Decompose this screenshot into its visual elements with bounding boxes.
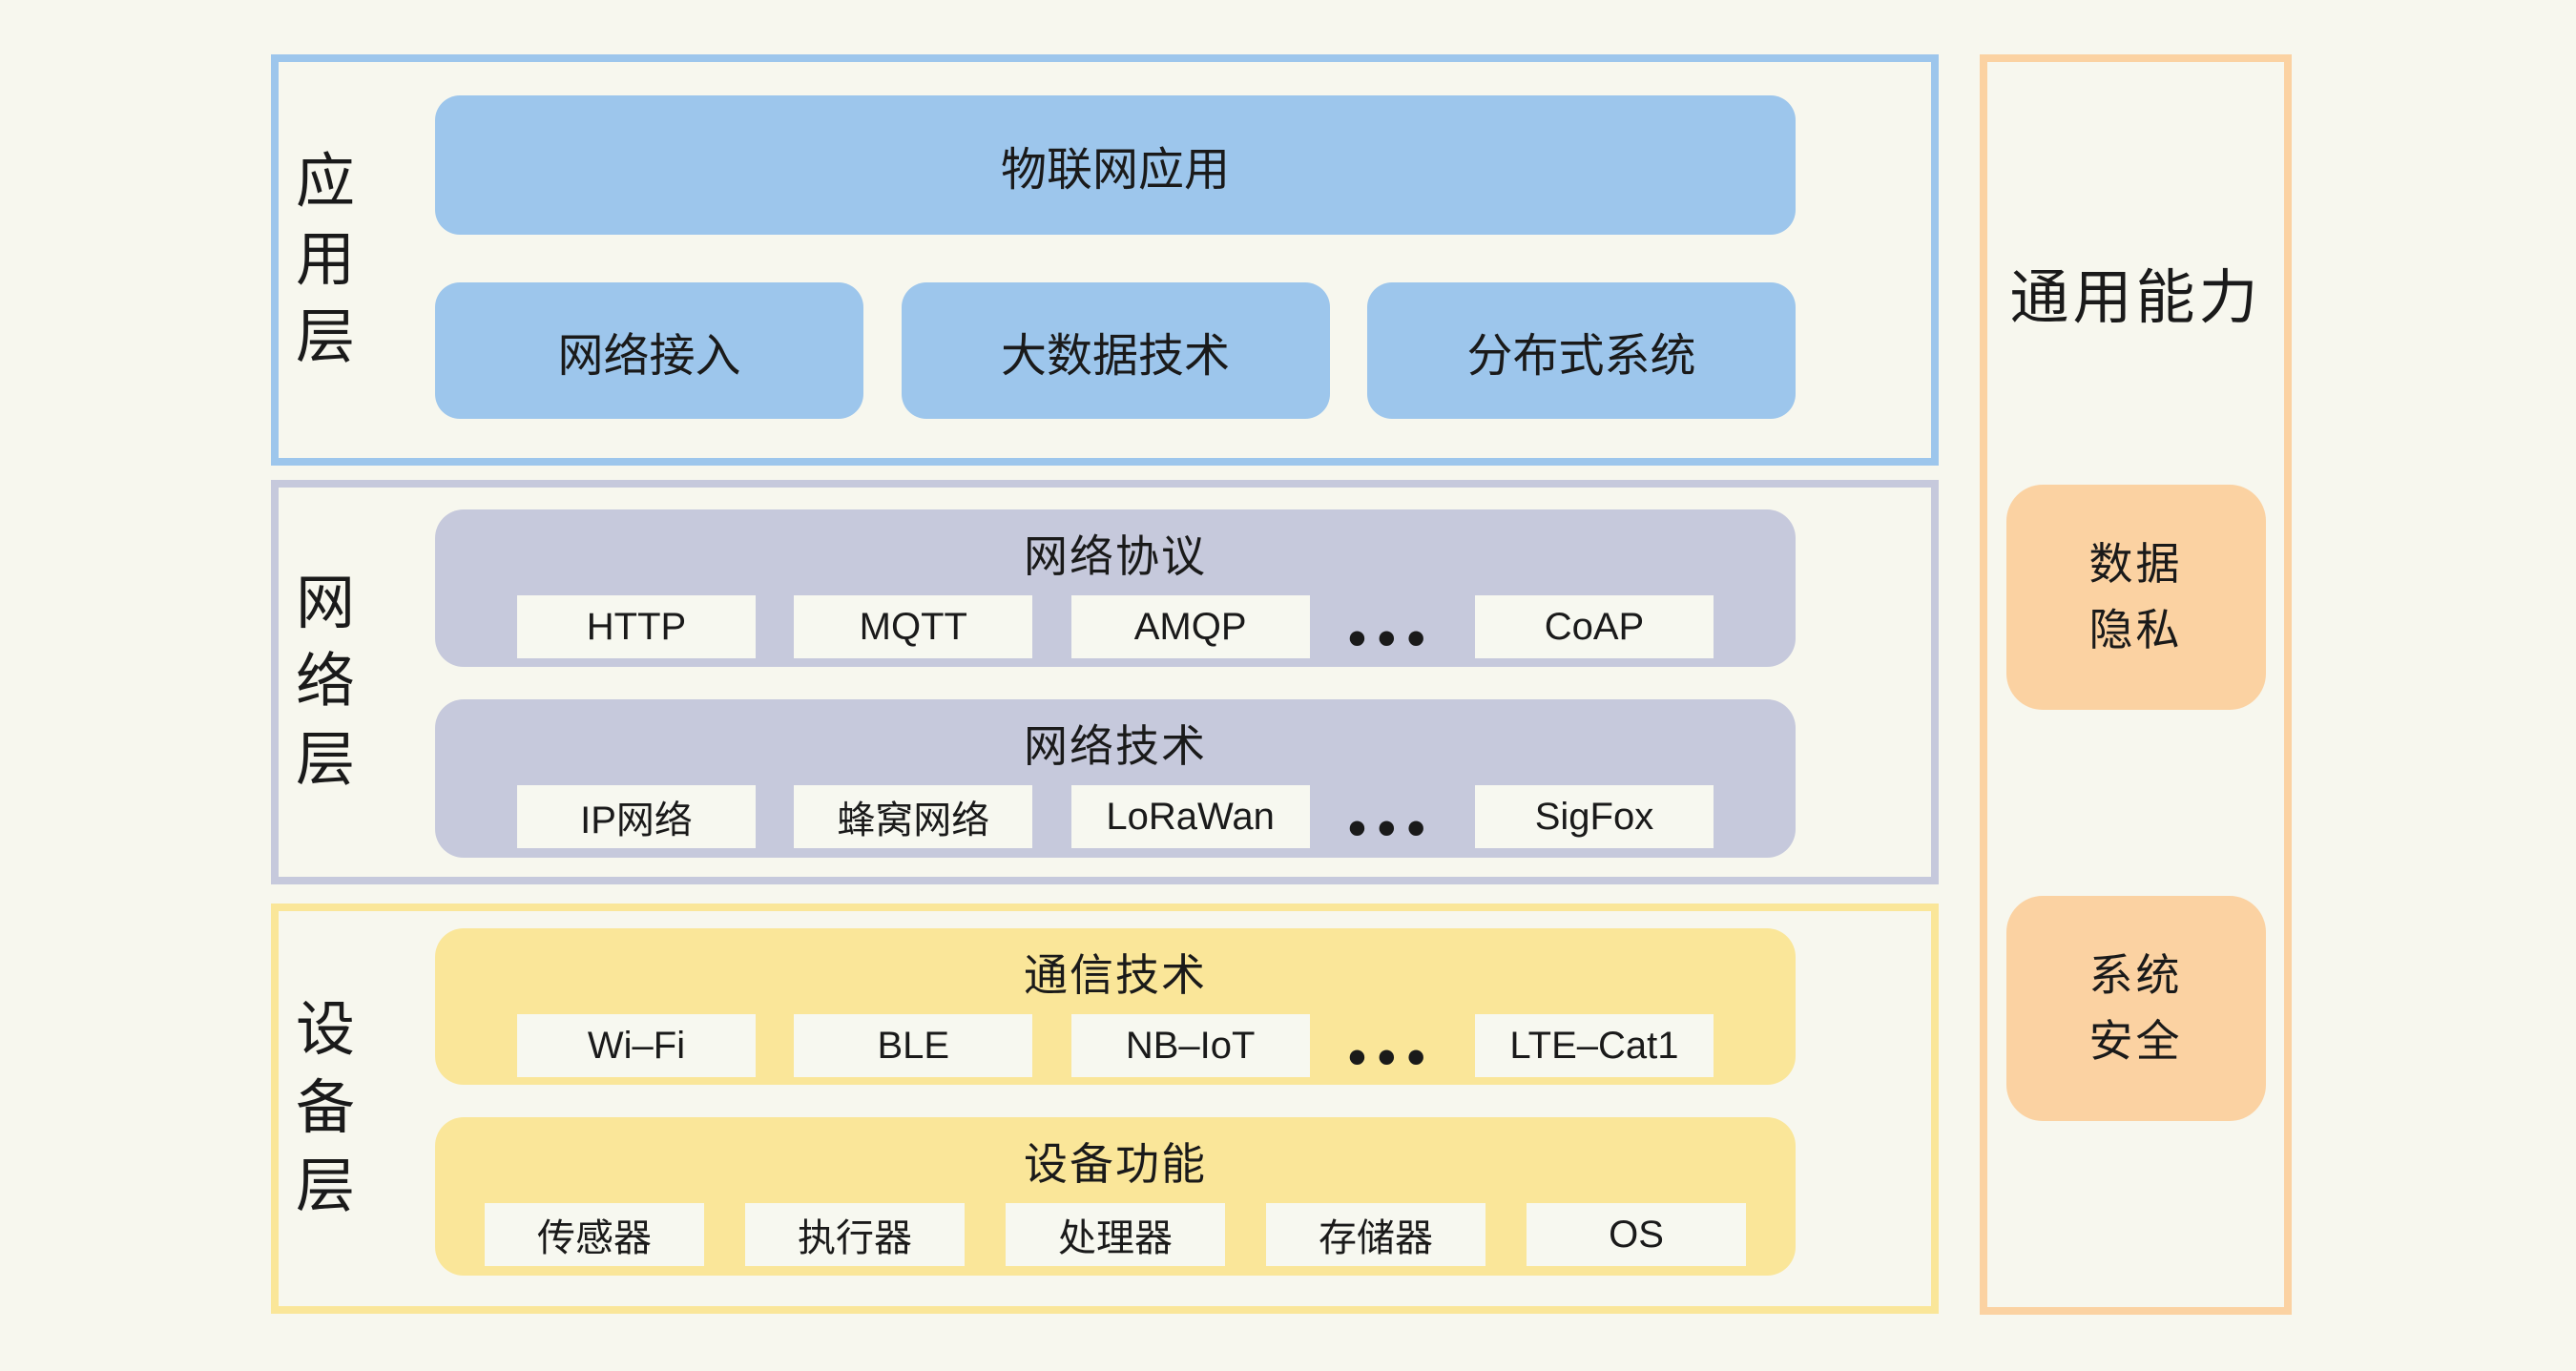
application-layer-container: 应用层 物联网应用 网络接入 大数据技术 分布式系统 <box>271 54 1939 466</box>
chip-amqp: AMQP <box>1070 595 1310 658</box>
device-functions-chips: 传感器 执行器 处理器 存储器 OS <box>435 1203 1796 1266</box>
device-layer-label-text: 设备层 <box>295 997 355 1219</box>
chip-ip-network: IP网络 <box>517 785 756 848</box>
network-technologies-chips: IP网络 蜂窝网络 LoRaWan ••• SigFox <box>435 785 1796 857</box>
network-layer-label: 网络层 <box>294 488 357 877</box>
network-technologies-group: 网络技术 IP网络 蜂窝网络 LoRaWan ••• SigFox <box>435 699 1796 858</box>
device-layer-container: 设备层 通信技术 Wi–Fi BLE NB–IoT ••• LTE–Cat1 设… <box>271 904 1939 1314</box>
chip-coap: CoAP <box>1474 595 1714 658</box>
chip-sensor: 传感器 <box>485 1203 704 1266</box>
chip-lte-cat1: LTE–Cat1 <box>1474 1014 1714 1077</box>
distributed-system-box: 分布式系统 <box>1367 282 1796 419</box>
device-functions-title: 设备功能 <box>1024 1139 1207 1189</box>
network-protocols-title: 网络协议 <box>1024 531 1207 581</box>
iot-application-box: 物联网应用 <box>435 95 1796 235</box>
chip-cellular-network: 蜂窝网络 <box>794 785 1033 848</box>
chip-actuator: 执行器 <box>745 1203 965 1266</box>
ellipsis-dots: ••• <box>1347 610 1437 667</box>
chip-wifi: Wi–Fi <box>517 1014 756 1077</box>
chip-os: OS <box>1527 1203 1746 1266</box>
chip-sigfox: SigFox <box>1474 785 1714 848</box>
device-layer-label: 设备层 <box>294 911 357 1306</box>
chip-processor: 处理器 <box>1006 1203 1225 1266</box>
data-privacy-box: 数据 隐私 <box>2005 485 2266 710</box>
system-security-line1: 系统 <box>2088 950 2183 1000</box>
chip-nbiot: NB–IoT <box>1070 1014 1310 1077</box>
ellipsis-dots: ••• <box>1347 1028 1437 1086</box>
network-protocols-chips: HTTP MQTT AMQP ••• CoAP <box>435 595 1796 667</box>
network-access-box: 网络接入 <box>435 282 863 419</box>
system-security-line2: 安全 <box>2088 1016 2183 1066</box>
network-technologies-title: 网络技术 <box>1024 721 1207 771</box>
application-layer-row: 网络接入 大数据技术 分布式系统 <box>435 282 1796 419</box>
chip-lorawan: LoRaWan <box>1070 785 1310 848</box>
common-capabilities-container: 通用能力 数据 隐私 系统 安全 <box>1980 54 2292 1315</box>
chip-http: HTTP <box>517 595 756 658</box>
ellipsis-dots: ••• <box>1347 800 1437 857</box>
network-layer-container: 网络层 网络协议 HTTP MQTT AMQP ••• CoAP 网络技术 IP… <box>271 480 1939 884</box>
communication-technologies-chips: Wi–Fi BLE NB–IoT ••• LTE–Cat1 <box>435 1014 1796 1086</box>
data-privacy-line1: 数据 <box>2088 539 2183 589</box>
common-capabilities-title: 通用能力 <box>2009 265 2262 331</box>
big-data-technology-box: 大数据技术 <box>901 282 1330 419</box>
device-functions-group: 设备功能 传感器 执行器 处理器 存储器 OS <box>435 1117 1796 1276</box>
network-protocols-group: 网络协议 HTTP MQTT AMQP ••• CoAP <box>435 509 1796 667</box>
chip-storage: 存储器 <box>1266 1203 1485 1266</box>
communication-technologies-title: 通信技术 <box>1024 950 1207 1000</box>
data-privacy-line2: 隐私 <box>2088 605 2183 654</box>
system-security-box: 系统 安全 <box>2005 896 2266 1121</box>
chip-mqtt: MQTT <box>794 595 1033 658</box>
network-layer-label-text: 网络层 <box>295 571 355 793</box>
application-layer-label-text: 应用层 <box>295 148 355 371</box>
application-layer-label: 应用层 <box>294 62 357 458</box>
chip-ble: BLE <box>794 1014 1033 1077</box>
communication-technologies-group: 通信技术 Wi–Fi BLE NB–IoT ••• LTE–Cat1 <box>435 928 1796 1086</box>
